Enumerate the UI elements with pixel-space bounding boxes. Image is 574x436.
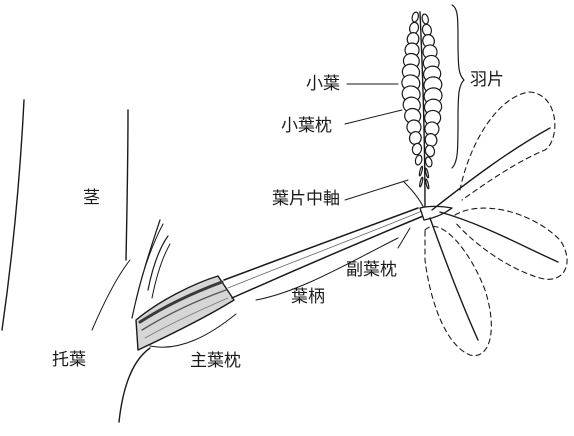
label-petiole: 葉柄 (291, 289, 325, 306)
petiole (224, 208, 428, 298)
label-primary-pulvinus: 主葉枕 (190, 353, 241, 370)
label-stem: 茎 (83, 190, 100, 207)
label-stipule: 托葉 (52, 352, 86, 369)
label-pinna: 羽片 (470, 72, 504, 89)
label-rachis: 葉片中軸 (272, 191, 340, 208)
leaflet (419, 166, 423, 176)
label-leaflet-pulvinule: 小葉枕 (281, 118, 332, 135)
pinna-outlines (425, 92, 567, 356)
primary-pulvinus (136, 276, 234, 350)
leaflet (425, 179, 429, 189)
leaflet (411, 11, 419, 22)
leaflet (421, 13, 429, 24)
stem (2, 100, 150, 422)
leaflet (424, 144, 435, 157)
label-leaflet: 小葉 (306, 76, 340, 93)
pinna-brace (452, 5, 464, 168)
leaflet (419, 177, 423, 187)
leaflet (414, 154, 422, 165)
label-secondary-pulvinus: 副葉枕 (346, 262, 397, 279)
secondary-pulvinus (420, 207, 452, 221)
leaflet (425, 156, 433, 167)
